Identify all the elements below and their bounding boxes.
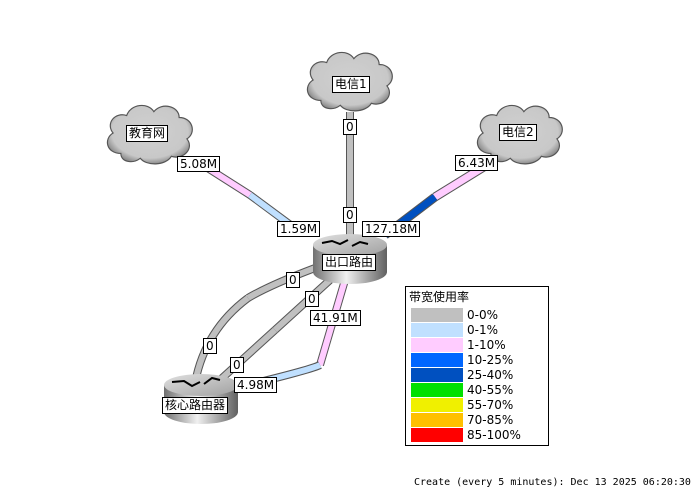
node-label-chukou[interactable]: 出口路由	[322, 254, 377, 271]
legend-label: 25-40%	[467, 367, 514, 382]
legend-label: 70-85%	[467, 412, 514, 427]
legend-item: 55-70%	[411, 397, 548, 412]
link-label-ch-c-out: 4.98M	[234, 377, 278, 393]
link-label-ch-b-in: 0	[305, 291, 319, 307]
link-chukou-hexin-a-in-arrow[interactable]	[246, 265, 317, 301]
link-label-dianxin2-in: 6.43M	[455, 155, 499, 171]
legend-swatch	[411, 397, 463, 412]
legend-label: 85-100%	[467, 427, 521, 442]
link-chukou-hexin-b-in-arrow[interactable]	[272, 277, 333, 333]
legend: 带宽使用率 0-0% 0-1% 1-10% 10-25% 25-40% 40-5…	[405, 286, 549, 446]
legend-item: 40-55%	[411, 382, 548, 397]
legend-item: 0-1%	[411, 322, 548, 337]
legend-label: 0-0%	[467, 307, 499, 322]
legend-item: 10-25%	[411, 352, 548, 367]
legend-label: 55-70%	[467, 397, 514, 412]
legend-title: 带宽使用率	[409, 290, 470, 304]
legend-label: 1-10%	[467, 337, 506, 352]
legend-swatch	[411, 337, 463, 352]
legend-item: 0-0%	[411, 307, 548, 322]
legend-label: 0-1%	[467, 322, 499, 337]
link-label-ch-c-in: 41.91M	[310, 310, 361, 326]
link-chukou-hexin-b-out-arrow[interactable]	[217, 327, 278, 383]
legend-swatch	[411, 322, 463, 337]
link-label-ch-a-out: 0	[203, 338, 217, 354]
legend-swatch	[411, 412, 463, 427]
legend-item: 70-85%	[411, 412, 548, 427]
link-label-jiaoyuwang-out: 1.59M	[277, 221, 321, 237]
node-label-dianxin2[interactable]: 电信2	[499, 124, 537, 141]
node-label-hexin[interactable]: 核心路由器	[162, 397, 229, 414]
link-chukou-hexin-a-out-arrow[interactable]	[192, 295, 250, 384]
node-label-jiaoyuwang[interactable]: 教育网	[126, 125, 169, 142]
legend-swatch	[411, 382, 463, 397]
link-label-dianxin1-out: 0	[343, 207, 357, 223]
legend-swatch	[411, 352, 463, 367]
footer-timestamp: Create (every 5 minutes): Dec 13 2025 06…	[414, 477, 691, 488]
legend-swatch	[411, 307, 463, 322]
legend-item: 25-40%	[411, 367, 548, 382]
legend-label: 40-55%	[467, 382, 514, 397]
legend-label: 10-25%	[467, 352, 514, 367]
link-label-dianxin2-out: 127.18M	[362, 221, 421, 237]
legend-swatch	[411, 367, 463, 382]
legend-item: 1-10%	[411, 337, 548, 352]
link-label-dianxin1-in: 0	[343, 119, 357, 135]
node-label-dianxin1[interactable]: 电信1	[332, 76, 370, 93]
link-label-ch-b-out: 0	[230, 357, 244, 373]
legend-item: 85-100%	[411, 427, 548, 442]
link-label-ch-a-in: 0	[286, 272, 300, 288]
legend-swatch	[411, 427, 463, 442]
link-label-jiaoyuwang-in: 5.08M	[177, 156, 221, 172]
